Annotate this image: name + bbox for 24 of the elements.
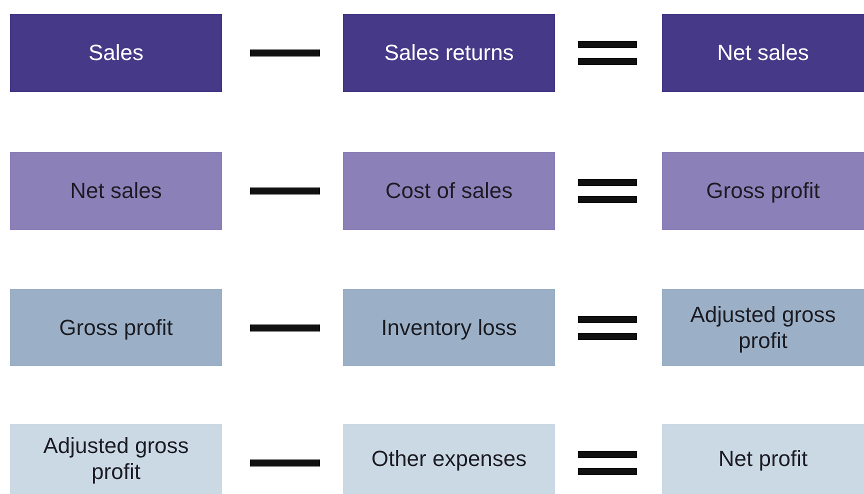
- term-label: Sales returns: [383, 40, 515, 66]
- term-label: Inventory loss: [380, 314, 518, 340]
- formula-box: [662, 424, 864, 494]
- term-label: Net profit: [717, 446, 809, 472]
- formula-box: [10, 289, 222, 366]
- formula-box: [343, 152, 555, 230]
- term-label: Cost of sales: [384, 178, 514, 204]
- term-label: Adjusted gross profit: [42, 433, 190, 485]
- term-label: Adjusted gross profit: [689, 302, 837, 354]
- term-label: Other expenses: [370, 446, 528, 472]
- formula-box: [343, 289, 555, 366]
- formula-box: [662, 152, 864, 230]
- term-label: Gross profit: [58, 314, 174, 340]
- term-label: Net sales: [716, 40, 810, 66]
- term-label: Gross profit: [705, 178, 821, 204]
- formula-box: [343, 14, 555, 92]
- formula-box: [10, 14, 222, 92]
- formula-box: [662, 14, 864, 92]
- term-label: Sales: [87, 40, 145, 66]
- formula-box: [343, 424, 555, 494]
- term-label: Net sales: [69, 178, 163, 204]
- formula-box: [10, 424, 222, 494]
- formula-box: [10, 152, 222, 230]
- formula-box: [662, 289, 864, 366]
